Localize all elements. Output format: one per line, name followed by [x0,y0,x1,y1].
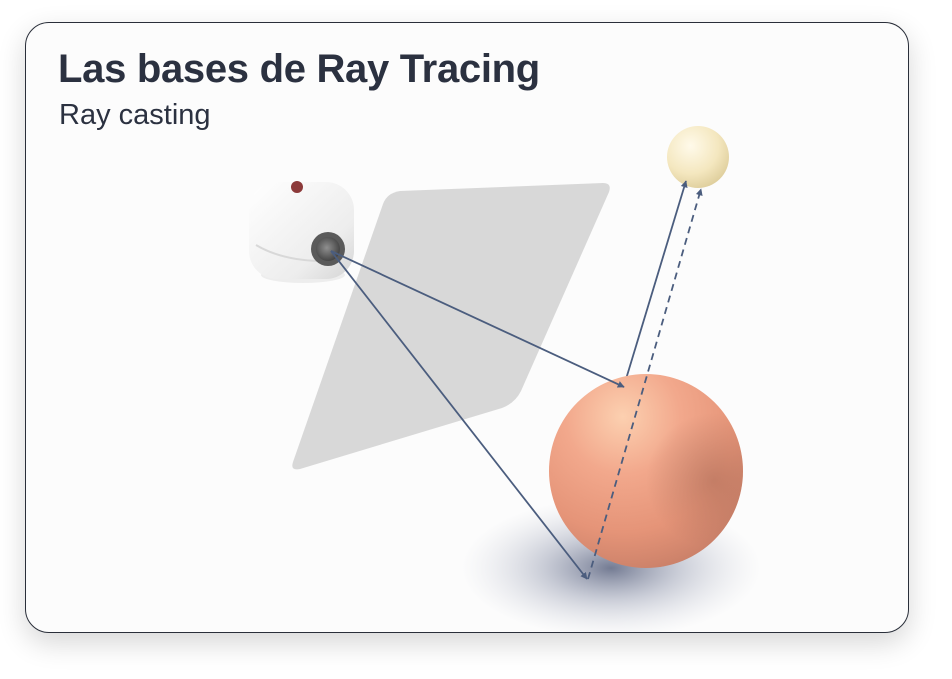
primary-ray-to-sphere [330,250,625,388]
light-ray-from-sphere [622,180,688,390]
object-sphere [549,374,743,568]
page-subtitle: Ray casting [59,99,211,131]
ray-casting-scene [249,126,761,632]
image-plane [292,183,610,470]
shadow-ray-dashed [587,188,703,580]
light-sphere-icon [667,126,729,188]
diagram-card: Las bases de Ray Tracing Ray casting [25,22,909,633]
camera-icon [249,181,354,283]
primary-ray-to-floor [330,250,588,580]
page-title: Las bases de Ray Tracing [58,47,540,91]
